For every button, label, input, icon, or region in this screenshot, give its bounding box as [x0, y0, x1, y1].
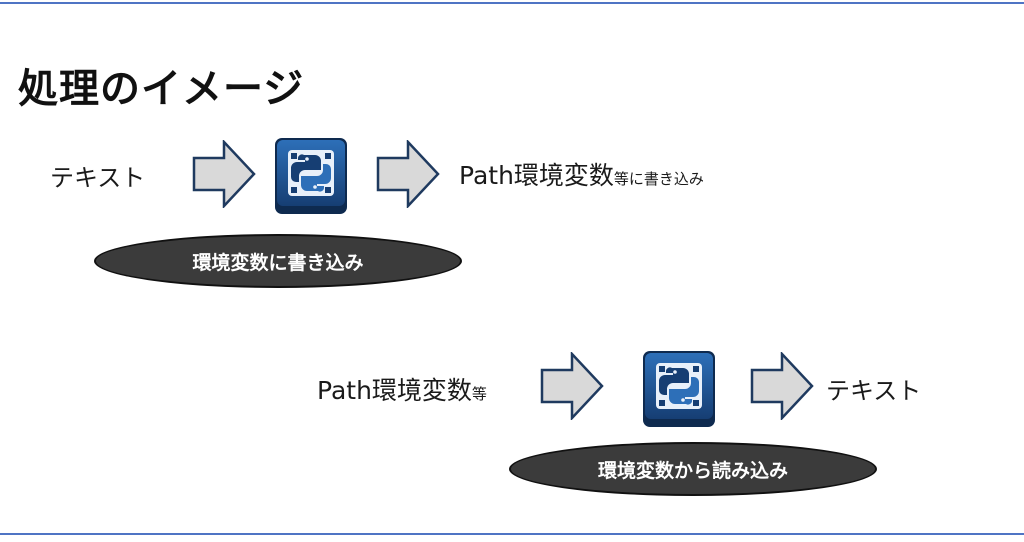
- top-divider: [0, 2, 1024, 4]
- read-input-main: Path環境変数: [317, 376, 472, 405]
- read-input-text: Path環境変数等: [317, 371, 487, 407]
- write-output-small: 等に書き込み: [613, 170, 704, 188]
- right-block-arrow-icon: [540, 352, 604, 420]
- read-output-text: テキスト: [826, 377, 922, 405]
- python-logo-icon: [275, 138, 347, 214]
- write-output-main: Path環境変数: [459, 161, 614, 190]
- right-block-arrow-icon: [192, 140, 256, 208]
- right-block-arrow-icon: [750, 352, 814, 420]
- bottom-divider: [0, 533, 1024, 535]
- write-input-text: テキスト: [50, 164, 146, 192]
- write-process-label: 環境変数に書き込み: [94, 234, 462, 288]
- read-process-label: 環境変数から読み込み: [509, 442, 877, 496]
- write-output-text: Path環境変数等に書き込み: [459, 156, 704, 192]
- right-block-arrow-icon: [376, 140, 440, 208]
- read-input-small: 等: [471, 385, 487, 403]
- python-logo-icon: [643, 351, 715, 427]
- page-title: 処理のイメージ: [18, 66, 305, 112]
